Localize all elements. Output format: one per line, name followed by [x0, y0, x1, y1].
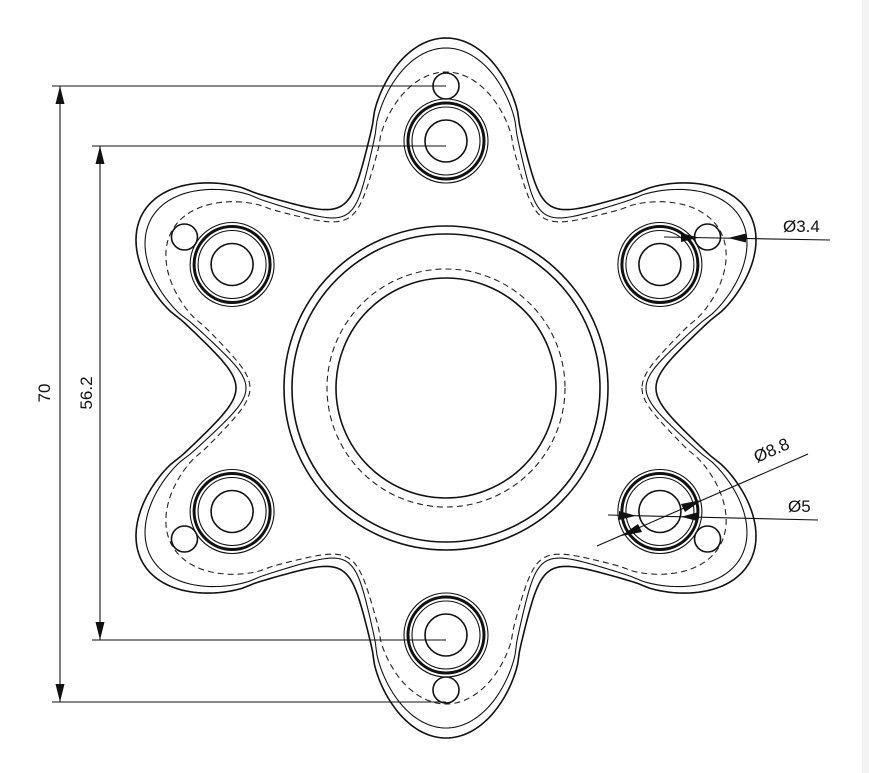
boss-outer-thin: [617, 221, 703, 308]
bore-second-ring: [291, 233, 601, 543]
bolt-boss: [189, 468, 275, 555]
boss-outer-bold: [620, 472, 700, 551]
boss-hole: [638, 489, 682, 534]
flange-outer-outline: [135, 37, 757, 739]
boss-outer-thin: [189, 221, 275, 308]
boss-hole: [638, 242, 682, 287]
boss-ring: [625, 476, 695, 547]
bolt-boss: [617, 468, 703, 555]
boss-outer-bold: [192, 472, 272, 551]
boss-outer-thin: [403, 592, 489, 678]
bore-hidden-circle: [326, 268, 566, 508]
boss-outer-bold: [192, 225, 272, 304]
dimension-overall-height: 70: [35, 85, 446, 703]
flange-inner-outline: [144, 47, 748, 729]
boss-ring: [197, 229, 267, 300]
bolt-circle-label: 56.2: [77, 376, 96, 409]
boss-outer-thin: [189, 468, 275, 555]
arrow-boss-inner-right: [681, 512, 698, 522]
boss-outer-bold: [406, 595, 486, 675]
boss-ring: [625, 229, 695, 300]
boss-inner-label: Ø5: [788, 497, 811, 516]
boss-outer-label: Ø8.8: [751, 434, 792, 466]
small-hole: [432, 676, 460, 704]
bolt-boss: [403, 98, 489, 184]
boss-hole: [210, 242, 254, 287]
dimension-boss-inner: Ø5: [607, 497, 819, 522]
boss-hole: [424, 613, 468, 657]
small-hole-label: Ø3.4: [783, 217, 820, 236]
arrow-up-bolt: [95, 146, 105, 164]
bolt-boss: [189, 221, 275, 308]
arrow-small-hole-left: [681, 233, 699, 242]
boss-hole: [210, 489, 254, 534]
arrow-down-bolt: [95, 622, 105, 640]
boss-outer-bold: [406, 101, 486, 181]
small-holes: [170, 72, 722, 704]
boss-ring: [197, 476, 267, 547]
small-hole: [693, 223, 722, 251]
arrow-small-hole-right: [728, 233, 746, 243]
bore-outer-ring: [283, 225, 609, 551]
bore-inner-circle: [335, 277, 557, 499]
overall-height-label: 70: [35, 384, 54, 403]
bolt-boss: [403, 592, 489, 678]
boss-ring: [411, 106, 481, 176]
small-hole: [170, 223, 199, 251]
boss-ring: [411, 600, 481, 670]
boss-hole: [424, 119, 468, 163]
boss-outer-bold: [620, 225, 700, 304]
small-hole: [170, 525, 199, 553]
bolt-boss: [617, 221, 703, 308]
arrow-boss-outer-right: [681, 500, 702, 512]
arrow-boss-outer-left: [621, 524, 642, 536]
boss-outer-thin: [617, 468, 703, 555]
boss-outer-thin: [403, 98, 489, 184]
arrow-down: [55, 684, 65, 702]
dimension-bolt-circle: 56.2: [77, 145, 446, 641]
flange-hidden-outline: [165, 71, 727, 705]
leader-boss-inner: [607, 514, 819, 521]
arrow-boss-inner-left: [619, 511, 636, 520]
bolt-bosses: [189, 98, 703, 678]
arrow-up: [55, 86, 65, 104]
small-hole: [693, 525, 722, 553]
page-edge-strip: [862, 0, 869, 773]
dimension-small-hole: Ø3.4: [663, 217, 831, 243]
central-bore: [283, 225, 609, 551]
